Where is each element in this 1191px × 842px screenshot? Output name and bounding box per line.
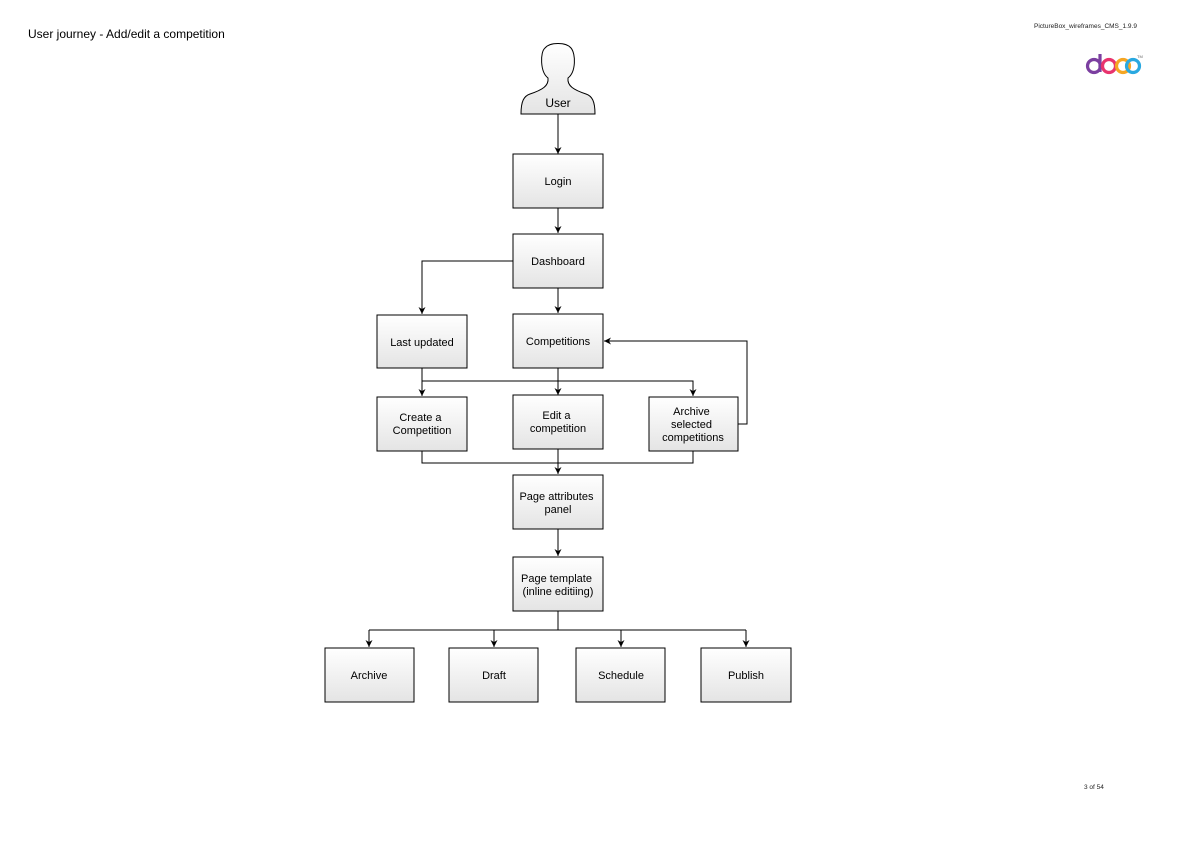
svg-text:Archive: Archive: [351, 670, 388, 682]
edge-to-archive-selected: [422, 380, 697, 396]
node-create-competition: Create a Competition: [376, 396, 468, 452]
node-publish: Publish: [700, 647, 792, 703]
user-silhouette-icon: [520, 43, 596, 115]
svg-text:Login: Login: [545, 176, 572, 188]
svg-text:Dashboard: Dashboard: [531, 256, 585, 268]
doco-logo-icon: TM: [1085, 54, 1143, 75]
page-title: User journey - Add/edit a competition: [28, 27, 225, 41]
svg-text:Draft: Draft: [482, 670, 506, 682]
svg-text:Edit a competition: Edit a competition: [530, 410, 586, 435]
node-draft: Draft: [448, 647, 539, 703]
node-archive: Archive: [324, 647, 415, 703]
svg-text:TM: TM: [1137, 54, 1143, 59]
svg-text:Schedule: Schedule: [598, 670, 644, 682]
flow-connectors: [365, 114, 750, 647]
document-id: PictureBox_wireframes_CMS_1.9.9: [1034, 23, 1137, 30]
edge-archive-selected-competitions: [604, 337, 748, 425]
node-login: Login: [512, 153, 604, 209]
svg-text:Page template (inline ed: Page template (inline editiing): [521, 573, 595, 598]
node-competitions: Competitions: [512, 313, 604, 369]
svg-text:Create a Competition: Create a Competition: [393, 412, 452, 437]
user-actor: User: [520, 43, 596, 115]
node-page-attributes: Page attributes panel: [512, 474, 604, 530]
node-archive-selected: Archive selected competitions: [648, 396, 739, 452]
node-schedule: Schedule: [575, 647, 666, 703]
svg-text:Archive selected c: Archive selected competitions: [662, 406, 724, 444]
edge-dashboard-last-updated: [418, 260, 513, 314]
node-page-template: Page template (inline editiing): [512, 556, 604, 612]
svg-text:Competitions: Competitions: [526, 336, 591, 348]
user-label: User: [545, 96, 570, 110]
svg-text:Last updated: Last updated: [390, 337, 454, 349]
edge-merge-to-page-attributes: [421, 451, 694, 464]
svg-text:Publish: Publish: [728, 670, 764, 682]
node-dashboard: Dashboard: [512, 233, 604, 289]
node-edit-competition: Edit a competition: [512, 394, 604, 450]
svg-text:Page attributes panel: Page attributes panel: [519, 491, 596, 516]
page-number: 3 of 54: [1084, 784, 1104, 791]
node-last-updated: Last updated: [376, 314, 468, 369]
